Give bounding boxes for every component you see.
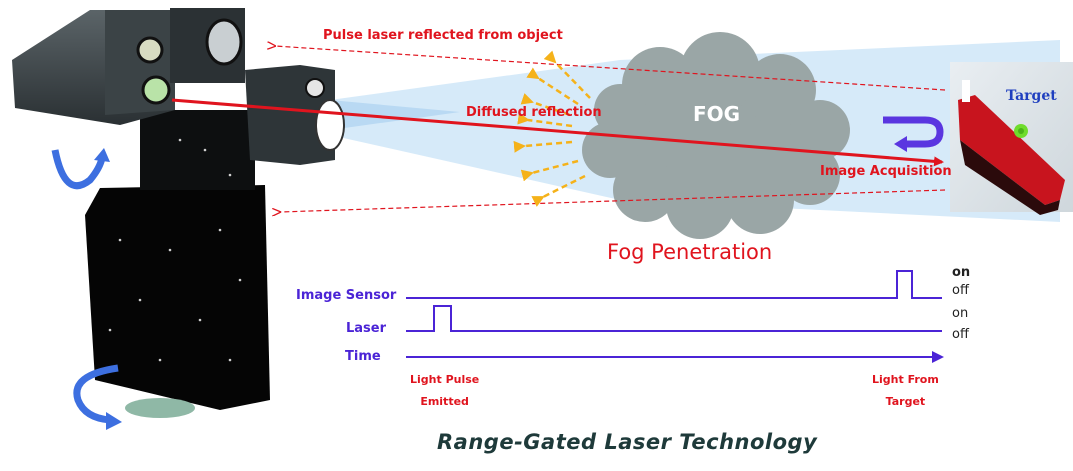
diagram-title: Range-Gated Laser Technology (437, 430, 818, 454)
diffused-reflection-label: Diffused reflection (466, 105, 602, 120)
fog-label: FOG (693, 102, 741, 126)
laser-beam (171, 98, 944, 167)
laser-camera-device (12, 8, 345, 418)
image-acquisition-label: Image Acquisition (820, 164, 952, 179)
laser-off-label: off (952, 327, 969, 342)
fog-cloud (582, 32, 850, 239)
pan-rotation-arrow-icon (73, 364, 122, 430)
light-from-line2: Target (885, 395, 926, 408)
image-sensor-on-label: on (952, 265, 971, 280)
tilt-rotation-arrow-icon (51, 148, 110, 190)
target-ship-image (950, 62, 1073, 215)
image-sensor-label: Image Sensor (296, 288, 397, 303)
target-label: Target (1006, 88, 1057, 104)
reflected-pulse-line-bottom (280, 189, 946, 212)
light-pulse-emitted-note: Light Pulse Emitted (410, 369, 479, 413)
image-sensor-signal (406, 270, 942, 299)
image-sensor-off-label: off (952, 283, 969, 298)
laser-on-label: on (952, 306, 969, 321)
diffused-reflection-arrows (513, 50, 591, 207)
light-from-line1: Light From (872, 373, 939, 386)
laser-label: Laser (346, 321, 387, 336)
timing-diagram (406, 270, 944, 363)
fog-penetration-label: Fog Penetration (607, 240, 773, 264)
return-arrow-icon (883, 116, 944, 152)
laser-signal (406, 305, 942, 332)
light-pulse-line2: Emitted (420, 395, 469, 408)
time-label: Time (345, 349, 381, 364)
light-pulse-line1: Light Pulse (410, 373, 480, 386)
pulse-reflected-label: Pulse laser reflected from object (323, 28, 563, 43)
light-from-target-note: Light From Target (872, 369, 939, 413)
